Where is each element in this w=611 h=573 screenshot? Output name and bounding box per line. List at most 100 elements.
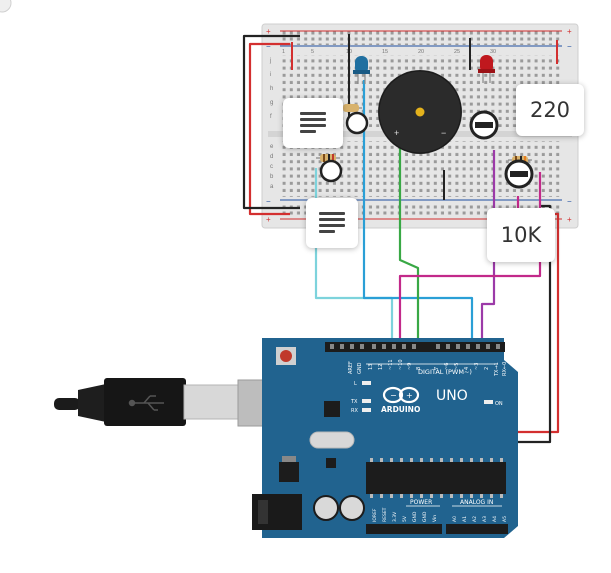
resistance-callout-220[interactable]: 220 (516, 84, 584, 136)
analog-pin-label: A1 (462, 516, 468, 522)
led-label-rx: RX (351, 408, 358, 414)
power-pin-label: Vin (432, 515, 438, 522)
pin-label: 2 (484, 367, 490, 370)
column-number: 25 (454, 49, 460, 55)
column-number: 1 (282, 49, 285, 55)
column-number: 30 (490, 49, 496, 55)
note-callout-2[interactable] (306, 198, 358, 248)
pin-label: RX←0 (502, 362, 508, 376)
row-letter: e (270, 144, 274, 150)
analog-label: ANALOG IN (460, 499, 493, 506)
pin-label: ~9 (407, 363, 413, 370)
svg-text:−: − (390, 391, 397, 400)
rail-plus-br: + (567, 215, 572, 224)
power-label: POWER (410, 499, 432, 506)
analog-header (446, 524, 508, 534)
row-letter: b (270, 174, 274, 180)
usb-chip (324, 401, 340, 417)
svg-text:−: − (441, 128, 446, 138)
minus-marker[interactable] (504, 159, 534, 189)
svg-text:+: + (406, 391, 413, 400)
led-red[interactable] (478, 55, 495, 83)
wire-green[interactable] (398, 140, 420, 344)
pin-label: 8 (416, 367, 422, 370)
rail-minus-br: − (567, 197, 572, 206)
row-letter: j (269, 58, 271, 64)
resistor-3[interactable] (340, 104, 362, 112)
power-pin-label: 5V (402, 515, 408, 522)
wire-black-left[interactable] (242, 34, 268, 210)
row-letter: g (270, 100, 273, 106)
svg-text:+: + (394, 128, 399, 138)
analog-pin-label: A0 (452, 516, 458, 522)
note-icon (300, 112, 326, 134)
rail-minus-bl: − (266, 197, 271, 206)
arduino-uno[interactable]: AREF GND 13 12 ~11 ~10 ~9 8 7 ~6 ~5 4 ~3… (252, 338, 518, 538)
digital-header-label: DIGITAL (PWM~) (418, 368, 472, 376)
power-header (366, 524, 442, 534)
capacitor (313, 495, 339, 521)
rail-plus-bl: + (266, 215, 271, 224)
probe-marker[interactable] (345, 111, 369, 135)
pin-label: 13 (368, 364, 374, 370)
usb-icon (128, 395, 164, 411)
rail-minus-tr: − (567, 42, 572, 51)
row-letter: h (270, 86, 273, 92)
row-letter: d (270, 154, 273, 160)
rail-minus-tl: − (266, 42, 271, 51)
pin-label: ~10 (398, 359, 404, 370)
potentiometer-value: 10K (500, 223, 542, 247)
brand-label: ARDUINO (381, 405, 420, 414)
minus-marker[interactable] (469, 110, 499, 140)
analog-pin-label: A2 (472, 516, 478, 522)
capacitor (339, 495, 365, 521)
column-number: 20 (418, 49, 424, 55)
rail-plus-tr: + (567, 27, 572, 36)
led-label-tx: TX (350, 399, 358, 405)
power-pin-label: 3.3V (392, 511, 398, 522)
crystal (309, 431, 355, 449)
microcontroller (366, 462, 506, 494)
led-blue[interactable] (353, 56, 370, 84)
pin-label: ~11 (388, 359, 394, 370)
rail-plus-tl: + (266, 27, 271, 36)
analog-pin-label: A3 (482, 516, 488, 522)
row-letter: c (270, 164, 273, 170)
probe-marker[interactable] (319, 159, 343, 183)
on-label: ON (495, 401, 503, 407)
piezo-buzzer[interactable]: + − (378, 70, 462, 154)
row-letter: i (270, 72, 271, 78)
reset-button[interactable] (276, 347, 296, 365)
wire-red-left[interactable] (248, 42, 290, 216)
pin-label: 4 (464, 367, 470, 370)
pin-label: 12 (378, 364, 384, 370)
analog-pin-label: A4 (492, 516, 498, 522)
row-letter: a (270, 184, 274, 190)
pin-label: AREF (348, 361, 354, 374)
note-icon (319, 212, 345, 234)
power-pin-label: GND (412, 511, 418, 522)
pin-label: ~3 (474, 363, 480, 370)
led-label-l: L (354, 381, 357, 387)
resistance-value: 220 (529, 98, 571, 122)
analog-pin-label: A5 (502, 516, 508, 522)
power-pin-label: RESET (382, 507, 388, 522)
usb-cable[interactable] (54, 378, 299, 427)
power-pin-label: IOREF (372, 508, 378, 522)
pin-label: 7 (434, 367, 440, 370)
note-callout-1[interactable] (283, 98, 343, 148)
row-letter: f (270, 114, 272, 120)
pin-label: ~5 (454, 363, 460, 370)
resistance-callout-10k[interactable]: 10K (487, 208, 555, 262)
top-rail-area (280, 29, 562, 45)
pin-label: ~6 (444, 363, 450, 370)
column-number: 5 (311, 49, 314, 55)
power-pin-label: GND (422, 511, 428, 522)
column-number: 15 (382, 49, 388, 55)
arduino-logo: − + (382, 386, 420, 404)
voltage-regulator (279, 462, 299, 482)
model-label: UNO (436, 388, 468, 404)
pin-label: TX→1 (494, 362, 500, 377)
pin-label: GND (357, 362, 363, 374)
